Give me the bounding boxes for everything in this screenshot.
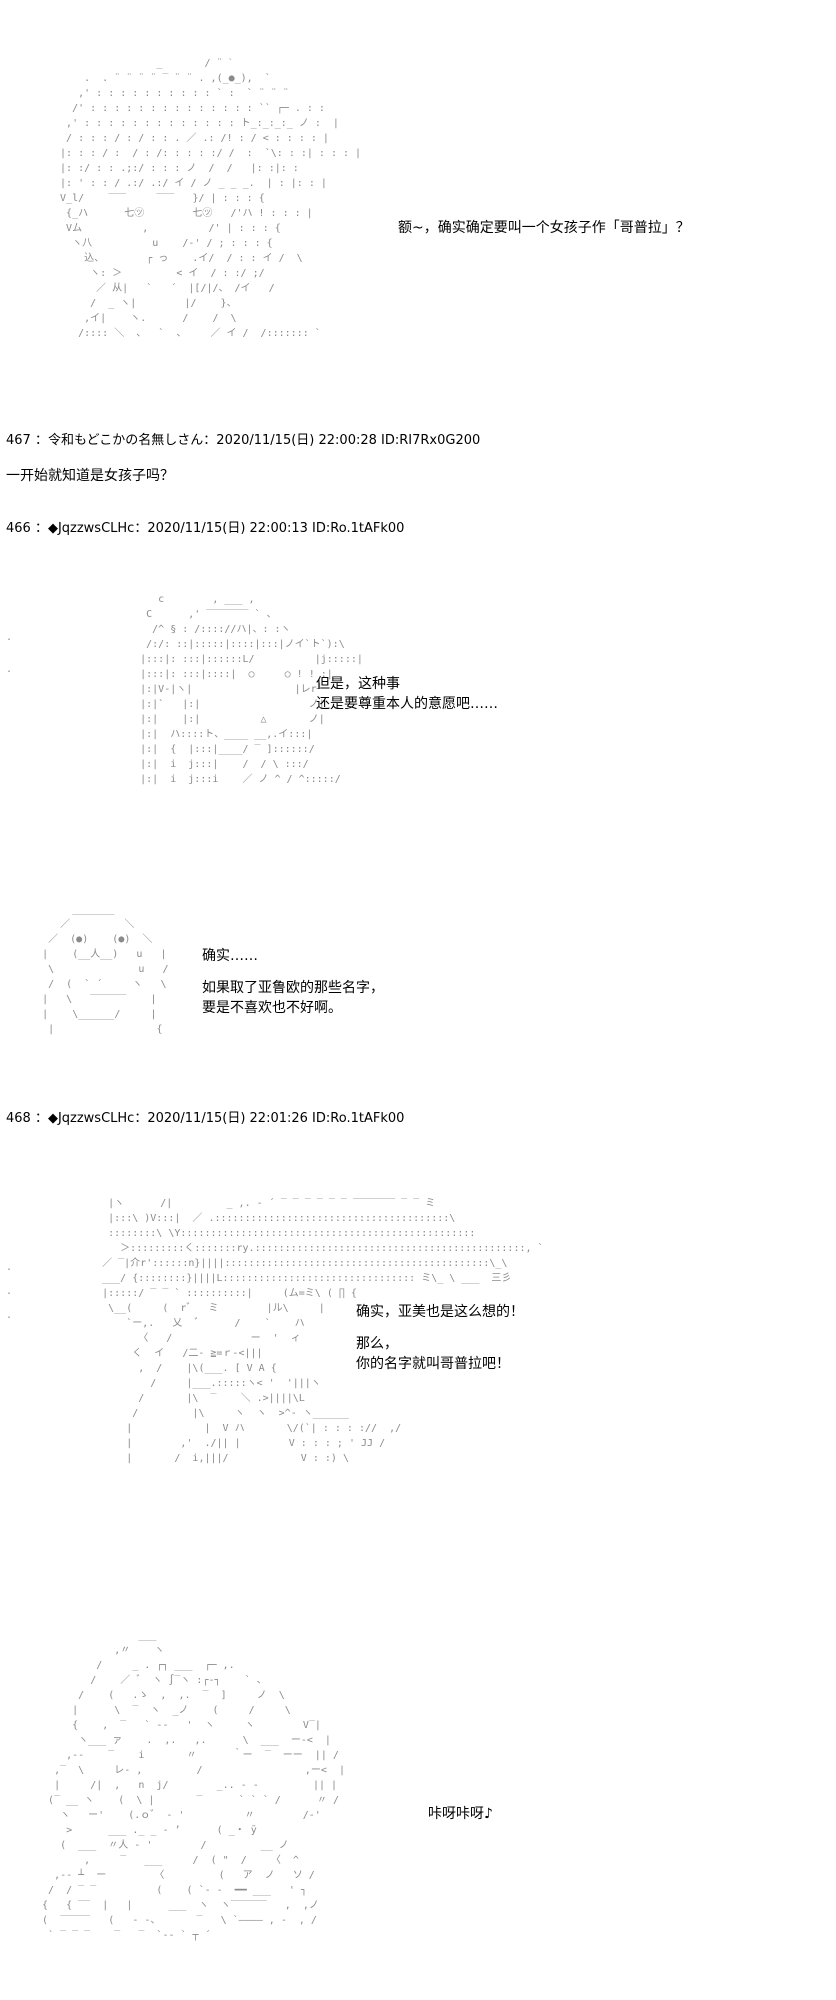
dialogue-line: 你的名字就叫哥普拉吧！ bbox=[356, 1356, 510, 1372]
dialogue-line: 确实…… bbox=[202, 948, 258, 964]
dialogue-line: 但是，这种事 bbox=[316, 676, 400, 692]
dialogue-4: 确实，亚美也是这么想的！ 那么， 你的名字就叫哥普拉吧！ bbox=[356, 1302, 524, 1374]
ascii-art-ami-girl: |ヽ /| _ ,. - ´ ‾ ‾ ‾ ‾ ‾ ‾ ‾‾‾‾‾‾‾ ‾ ‾ ミ… bbox=[102, 1198, 544, 1464]
dialogue-line: 还是要尊重本人的意愿吧…… bbox=[316, 696, 498, 712]
dialogue-line: 如果取了亚鲁欧的那些名字， bbox=[202, 980, 384, 996]
ascii-art-yaruo: _______ ／ ＼ ／ (●) (●) ＼ | (__人__) u | \ … bbox=[42, 904, 169, 1035]
dialogue-2: 但是，这种事 还是要尊重本人的意愿吧…… bbox=[316, 674, 498, 714]
dialogue-line: 要是不喜欢也不好啊。 bbox=[202, 1000, 342, 1016]
post-header-466: 466 ：◆JqzzwsCLHc：2020/11/15(日) 22:00:13 … bbox=[6, 521, 405, 536]
dialogue-line: 确实，亚美也是这么想的！ bbox=[356, 1304, 524, 1320]
dialogue-line: 咔呀咔呀♪ bbox=[428, 1806, 493, 1822]
dialogue-line: 额~，确实确定要叫一个女孩子作「哥普拉」？ bbox=[398, 220, 690, 236]
margin-dots: . . bbox=[6, 632, 13, 675]
margin-dots: . . . bbox=[6, 1262, 13, 1321]
ascii-art-girl-hood: c , ___ , C ,' ‾‾‾‾‾‾‾ ` 、 /^ § : /::::/… bbox=[140, 594, 363, 785]
post-header-468: 468 ：◆JqzzwsCLHc：2020/11/15(日) 22:01:26 … bbox=[6, 1111, 405, 1126]
ascii-art-gopla-creature: ___ ,〃 ヽ / _ . ┌┐ ___ ┌─ ,. / ／ ゛ ヽ ∫‾ヽ … bbox=[42, 1630, 346, 1941]
ascii-art-girl-bow: _ / ¨ ˋ . . ¨ ¨ ¨ ¨ ‾ ¨ ¨ . ,(_●_), ` ,'… bbox=[60, 58, 362, 339]
dialogue-3: 确实…… 如果取了亚鲁欧的那些名字， 要是不喜欢也不好啊。 bbox=[202, 946, 384, 1018]
dialogue-line: 那么， bbox=[356, 1336, 398, 1352]
dialogue-1: 额~，确实确定要叫一个女孩子作「哥普拉」？ bbox=[398, 218, 690, 238]
post-header-467: 467 ：令和もどこかの名無しさん：2020/11/15(日) 22:00:28… bbox=[6, 433, 481, 448]
dialogue-5: 咔呀咔呀♪ bbox=[428, 1804, 493, 1824]
post-body-467: 一开始就知道是女孩子吗？ bbox=[6, 468, 174, 484]
